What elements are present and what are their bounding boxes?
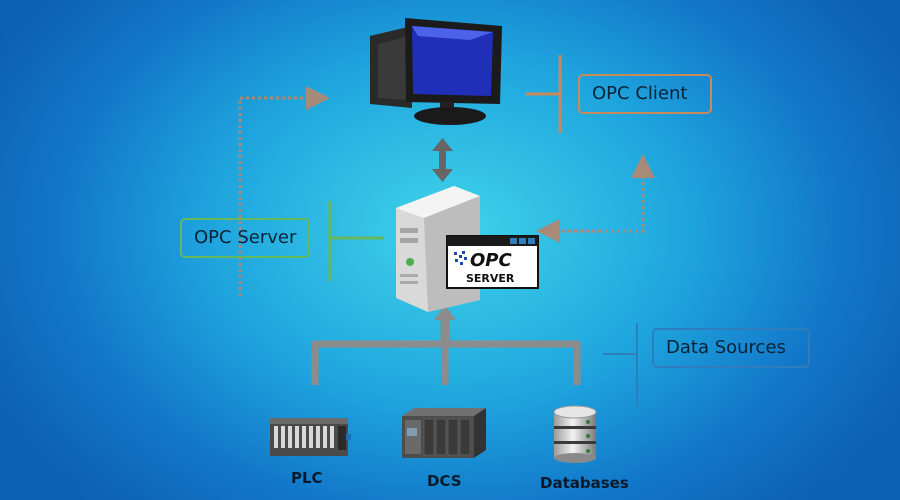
client-computer-icon [370, 18, 502, 125]
databases-label: Databases [540, 474, 629, 492]
dcs-icon [402, 408, 486, 458]
database-icon [553, 405, 597, 463]
opc-server-badge: OPC SERVER [446, 235, 539, 289]
data-sources-text: Data Sources [666, 337, 786, 358]
opc-server-text: OPC Server [194, 227, 297, 248]
plc-icon [270, 418, 351, 456]
bus-up-arrowhead [434, 305, 456, 320]
opc-server-label: OPC Server [180, 218, 310, 258]
opc-client-text: OPC Client [592, 83, 688, 104]
opc-badge-caption: SERVER [466, 272, 515, 285]
client-server-double-arrow [432, 138, 453, 182]
dcs-label: DCS [427, 472, 462, 490]
opc-client-label: OPC Client [578, 74, 712, 114]
client-to-server-dotted-arrow [545, 154, 655, 233]
data-sources-label: Data Sources [652, 328, 810, 368]
opc-badge-logo-text: OPC [470, 250, 512, 271]
plc-label: PLC [291, 469, 323, 487]
server-to-client-dotted-arrow [238, 86, 330, 296]
data-source-bus [311, 318, 581, 385]
